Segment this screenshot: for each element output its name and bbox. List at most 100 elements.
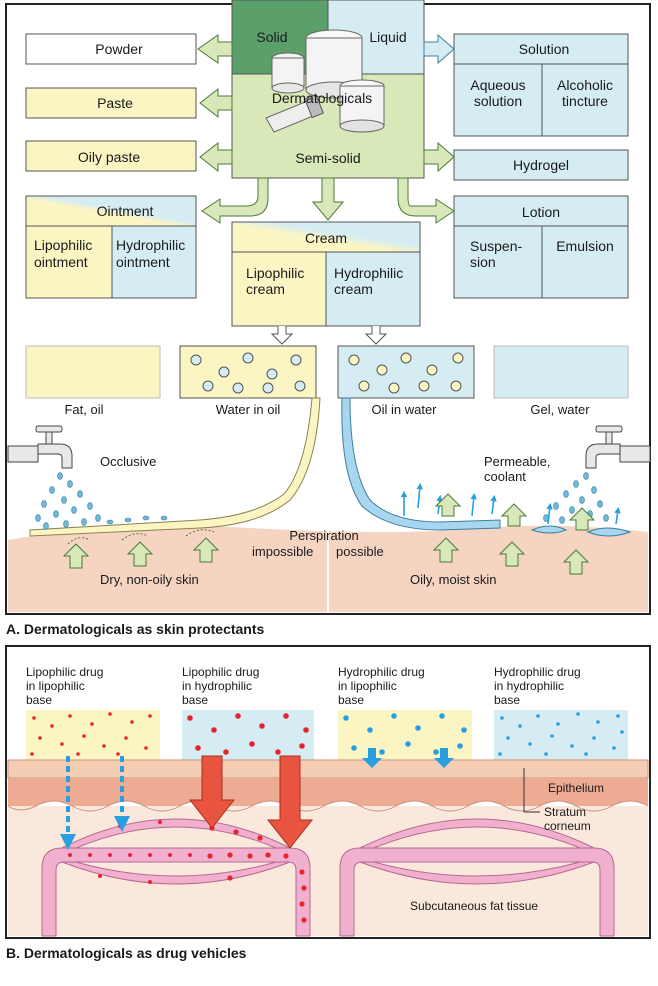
vehicle-4-line2: in hydrophilic [494,679,564,693]
subcutaneous-label: Subcutaneous fat tissue [410,899,538,913]
occlusive-label: Occlusive [100,454,156,469]
lotion-label: Lotion [522,204,560,220]
faucet-left-icon [7,425,73,469]
arrow-to-paste [199,87,233,119]
water-droplets [190,352,306,394]
cyan-drug-dots-3 [343,713,467,755]
lipophilic-ointment-line2: ointment [34,254,88,270]
vehicle-4-line1: Hydrophilic drug [494,665,581,679]
aqueous-line1: Aqueous [470,77,525,93]
epithelium-layer [8,778,648,811]
ointment-header [25,195,197,227]
liquid-label: Liquid [369,29,406,45]
cream-label: Cream [305,230,347,246]
aqueous-solution-box [453,63,543,137]
vehicle-1-line3: base [26,693,52,707]
vehicle-3-line3: base [338,693,364,707]
arrow-cream-to-oiw [364,326,388,345]
perspiration-label: Perspiration [289,528,358,543]
absorbed-drug-dots [68,820,307,923]
suspension-box [453,225,543,299]
red-drug-dots-1 [30,712,152,756]
small-arrow-3 [362,748,382,768]
solution-header [453,33,629,65]
evaporation-arrows [400,482,621,525]
lipophilic-ointment-line1: Lipophilic [34,237,92,253]
fat-oil-box [25,345,161,399]
water-puddle-1 [530,525,568,534]
big-arrow-2 [266,755,314,849]
fat-oil-label: Fat, oil [64,402,103,417]
water-puddle-2 [586,527,632,537]
ointment-label: Ointment [97,203,154,219]
vehicle-3-line2: in lipophilic [338,679,397,693]
vehicle-labels: Lipophilic drug in lipophilic base Lipop… [26,665,581,707]
vehicle-1-line1: Lipophilic drug [26,665,103,679]
epithelium-label: Epithelium [548,781,604,795]
perspiration-impossible: impossible [252,544,313,559]
paste-label: Paste [97,95,133,111]
gel-water-box [493,345,629,399]
oily-skin-label: Oily, moist skin [410,572,496,587]
oil-droplets [348,352,464,394]
hydrophilic-ointment-line2: ointment [116,254,170,270]
big-arrow-1 [188,755,236,829]
vehicle-2-line3: base [182,693,208,707]
panel-b-caption: B. Dermatologicals as drug vehicles [6,945,247,961]
vehicle-box-1 [26,710,160,760]
arrow-to-ointment [201,177,269,224]
perspiration-arrows [62,493,596,575]
hydrophilic-cream-line1: Hydrophilic [334,265,403,281]
stratum-line1: Stratum [544,805,586,819]
vehicle-box-2 [182,710,314,760]
alcoholic-line1: Alcoholic [557,77,613,93]
right-column: Solution Aqueous solution Alcoholic tinc… [453,33,629,299]
vehicle-2-line1: Lipophilic drug [182,665,259,679]
jars-icon [265,29,385,133]
vehicle-boxes [26,710,628,760]
red-drug-dots-2 [187,713,309,755]
cyan-drug-dots-4 [498,712,624,756]
vehicle-3-line1: Hydrophilic drug [338,665,425,679]
lipophilic-cream-line1: Lipophilic [246,265,304,281]
lipophilic-cream-box [231,251,327,327]
blocked-arrows [67,529,215,545]
solid-label: Solid [256,29,287,45]
small-arrow-4 [434,748,454,768]
alcoholic-tincture-box [541,63,629,137]
water-drops-left [35,472,168,530]
suspension-line2: sion [470,254,496,270]
classification-arrows [197,33,455,224]
hydrophilic-ointment-line1: Hydrophilic [116,237,185,253]
dermatologicals-title: Dermatologicals [272,90,372,106]
dry-skin-label: Dry, non-oily skin [100,572,199,587]
cream-block: Cream Lipophilic cream Hydrophilic cream [231,221,421,345]
vehicle-box-3 [338,710,472,760]
hydrogel-label: Hydrogel [513,157,569,173]
arrow-to-cream [311,177,345,221]
lipophilic-ointment-box [25,225,113,299]
suspension-line1: Suspen- [470,238,522,254]
vessel-right [339,847,615,937]
perspiration-possible: possible [336,544,384,559]
gel-water-label: Gel, water [530,402,590,417]
hydrophilic-cream-line2: cream [334,281,373,297]
arrow-cream-to-wio [270,326,294,345]
oily-paste-box [25,140,197,172]
oil-in-water-label: Oil in water [371,402,437,417]
vehicle-1-line2: in lipophilic [26,679,85,693]
water-in-oil-label: Water in oil [216,402,281,417]
hydrophilic-ointment-box [111,225,197,299]
left-column: Powder Paste Oily paste Ointment Lipophi… [25,33,197,299]
faucet-right-icon [585,425,651,469]
stratum-corneum-band [7,759,649,779]
oil-film [29,397,321,537]
emulsion-label: Emulsion [556,238,614,254]
arrow-to-lotion [397,177,455,224]
arrow-to-oily-paste [199,141,233,173]
permeable-line2: coolant [484,469,526,484]
alcoholic-line2: tincture [562,93,608,109]
solution-label: Solution [519,41,570,57]
hydrophilic-cream-box [325,251,421,327]
